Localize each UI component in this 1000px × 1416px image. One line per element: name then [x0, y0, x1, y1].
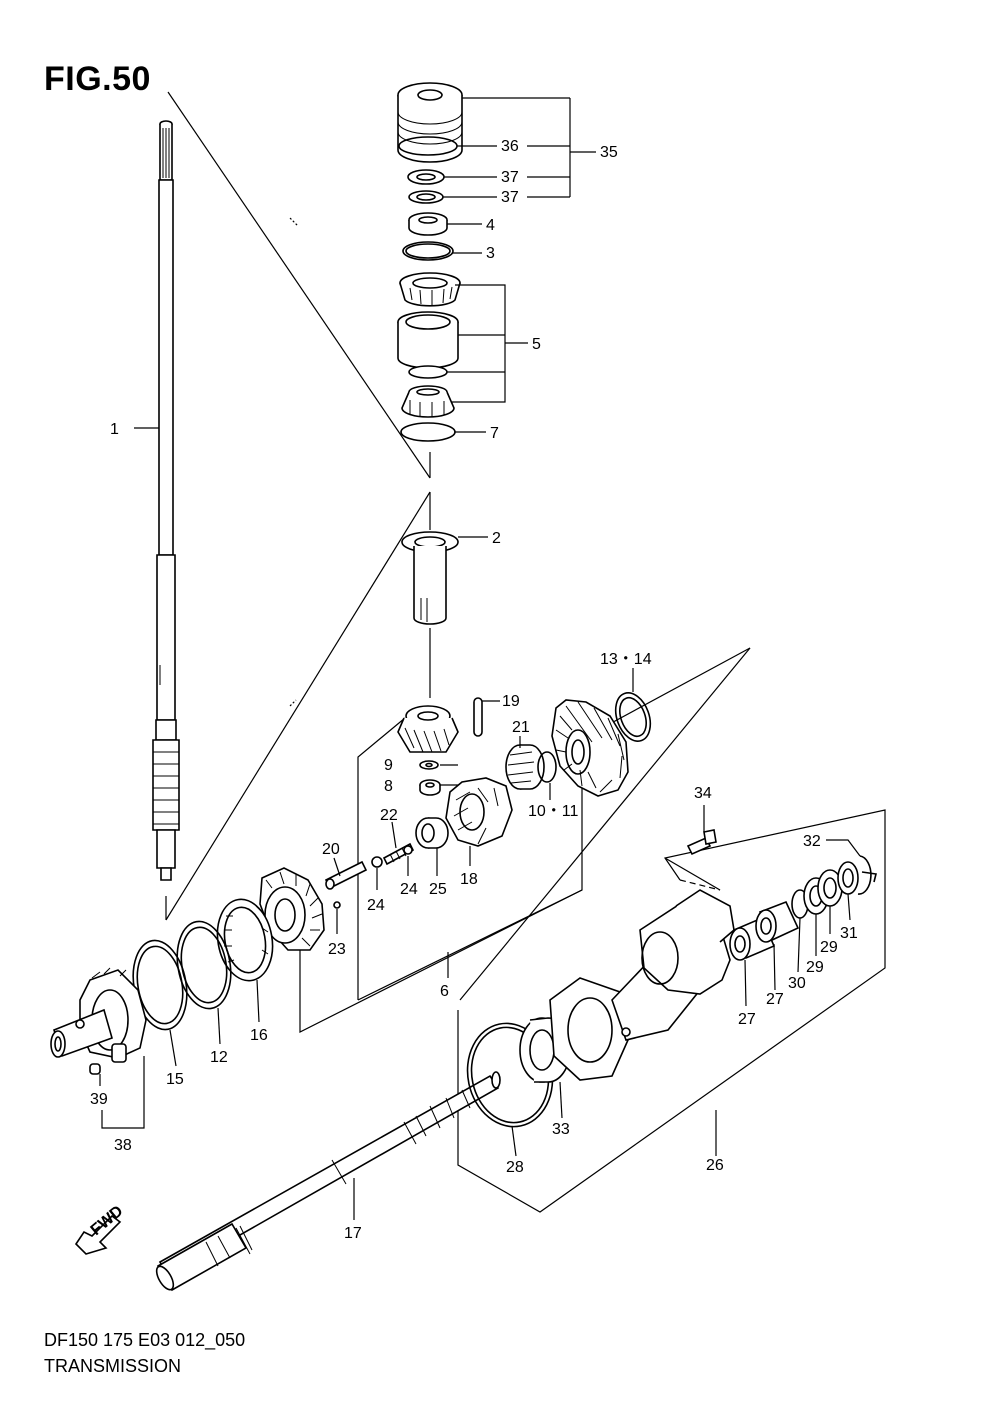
callout-38: 38 — [114, 1137, 132, 1154]
callout-24-left: 24 — [367, 897, 385, 914]
callout-labels: 35 36 37 37 4 3 5 7 2 1 13・14 19 21 9 8 … — [90, 138, 858, 1242]
callout-2: 2 — [492, 530, 501, 547]
callout-10-11: 10・11 — [528, 803, 579, 820]
callout-1: 1 — [110, 421, 119, 438]
callout-32: 32 — [803, 833, 821, 850]
callout-4: 4 — [486, 217, 495, 234]
callout-28: 28 — [506, 1159, 524, 1176]
shim-ring — [614, 692, 652, 742]
figure-name: TRANSMISSION — [44, 1356, 182, 1376]
callout-3: 3 — [486, 245, 495, 262]
callout-35: 35 — [600, 144, 618, 161]
callout-29-upper: 29 — [820, 939, 838, 956]
callout-31: 31 — [840, 925, 858, 942]
washer-nut — [419, 760, 441, 796]
callout-7: 7 — [490, 425, 499, 442]
callout-22: 22 — [380, 807, 398, 824]
callout-19: 19 — [502, 693, 520, 710]
forward-bevel-gear — [551, 699, 629, 797]
callout-9: 9 — [384, 757, 393, 774]
callout-34: 34 — [694, 785, 712, 802]
callout-17: 17 — [344, 1225, 362, 1242]
callout-13-14: 13・14 — [600, 651, 652, 668]
callout-21: 21 — [512, 719, 530, 736]
pin — [473, 697, 483, 737]
fwd-arrow-icon: FWD — [74, 1203, 126, 1255]
figure-title: FIG.50 — [44, 60, 151, 98]
callout-25: 25 — [429, 881, 447, 898]
callout-23: 23 — [328, 941, 346, 958]
callout-27-upper: 27 — [766, 991, 784, 1008]
bearing-housing — [549, 889, 735, 1081]
bearing-assembly — [50, 967, 147, 1075]
callout-12: 12 — [210, 1049, 228, 1066]
callout-5: 5 — [532, 336, 541, 353]
callout-15: 15 — [166, 1071, 184, 1088]
callout-18: 18 — [460, 871, 478, 888]
pinion-gear — [397, 705, 459, 753]
callout-37-lower: 37 — [501, 189, 519, 206]
drawing-code: DF150 175 E03 012_050 — [44, 1330, 246, 1350]
callout-30: 30 — [788, 975, 806, 992]
needle-bearings — [729, 900, 800, 961]
callout-27-lower: 27 — [738, 1011, 756, 1028]
drive-shaft — [152, 120, 180, 920]
callout-26: 26 — [706, 1157, 724, 1174]
callout-20: 20 — [322, 841, 340, 858]
callout-6: 6 — [440, 983, 449, 1000]
propeller-shaft — [155, 1071, 501, 1292]
callout-29-lower: 29 — [806, 959, 824, 976]
upper-bearing-stack — [397, 82, 463, 442]
shift-parts — [324, 817, 449, 909]
leader-lines — [99, 97, 861, 1220]
callout-39: 39 — [90, 1091, 108, 1108]
callout-33: 33 — [552, 1121, 570, 1138]
clutch-dog — [445, 777, 513, 847]
callout-24-right: 24 — [400, 881, 418, 898]
callout-37-upper: 37 — [501, 169, 519, 186]
sleeve — [401, 531, 459, 625]
thrust-washers — [132, 898, 274, 1031]
clutch-spring — [505, 744, 557, 790]
callout-36: 36 — [501, 138, 519, 155]
callout-16: 16 — [250, 1027, 268, 1044]
callout-8: 8 — [384, 778, 393, 795]
